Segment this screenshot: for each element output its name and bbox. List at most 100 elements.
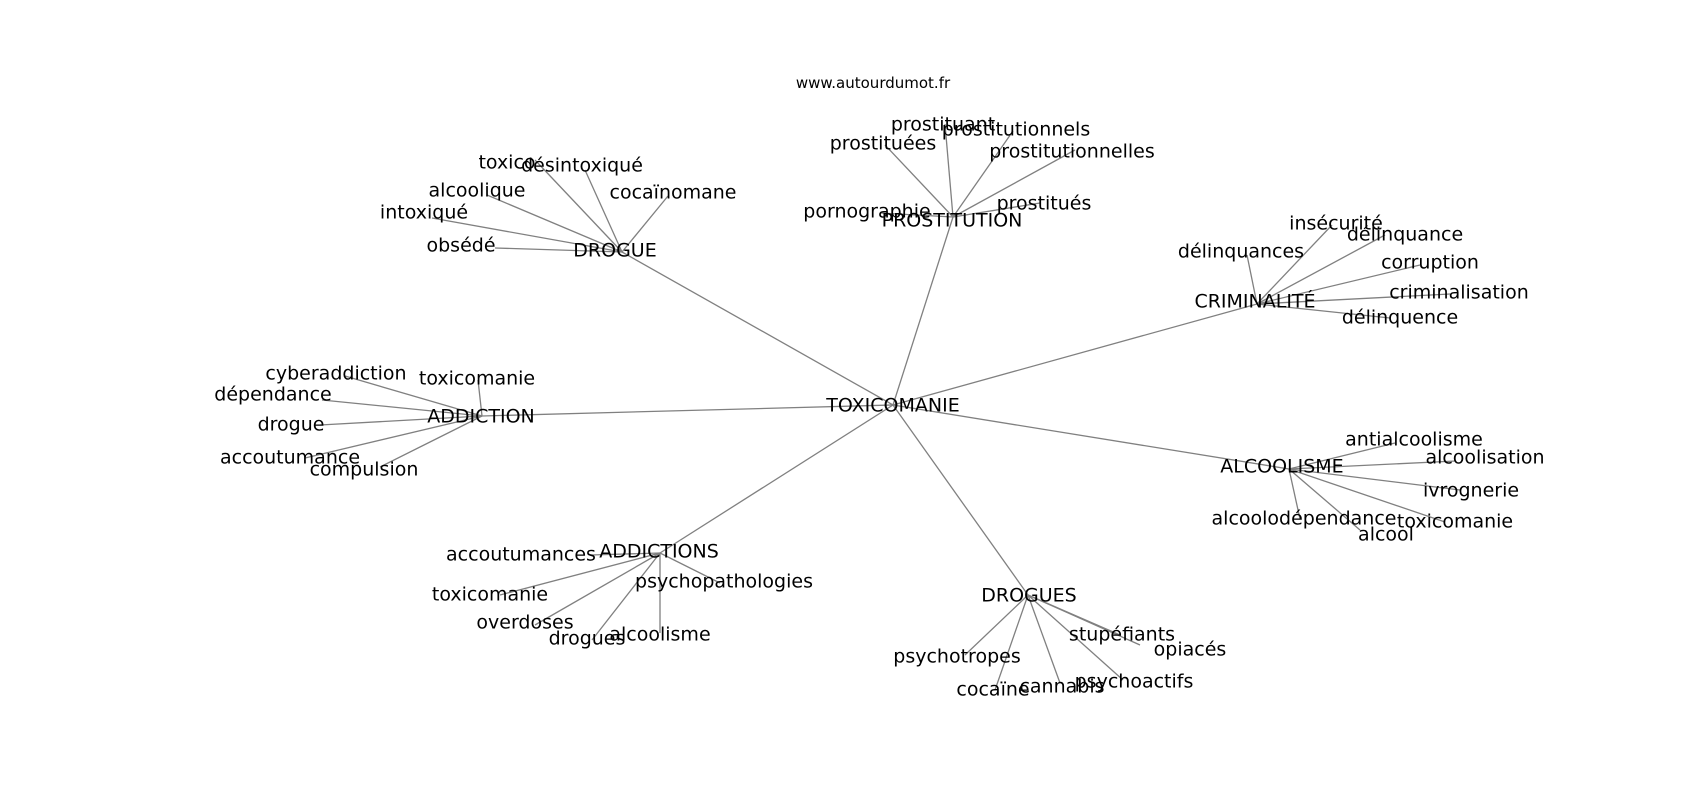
edge-hub-to-leaf	[321, 399, 483, 417]
edge-hub-to-leaf	[1256, 224, 1333, 305]
leaf-word-label[interactable]: toxicomanie	[432, 584, 548, 606]
edge-hub-to-leaf	[1288, 468, 1361, 531]
edge-center-to-hub	[892, 404, 1290, 470]
edge-hub-to-leaf	[1288, 460, 1457, 470]
edge-hub-to-leaf	[486, 194, 623, 253]
edge-hub-to-leaf	[1256, 303, 1391, 319]
edge-center-to-hub	[892, 216, 954, 406]
hub-word-label[interactable]: ADDICTIONS	[599, 541, 719, 563]
edge-hub-to-leaf	[319, 415, 483, 426]
leaf-word-label[interactable]: criminalisation	[1389, 282, 1529, 304]
edge-hub-to-leaf	[477, 379, 483, 417]
edge-hub-to-leaf	[1288, 468, 1446, 523]
edge-center-to-hub	[481, 404, 894, 417]
leaf-word-label[interactable]: cocaïne	[956, 679, 1029, 701]
leaf-word-label[interactable]: délinquance	[1347, 224, 1463, 246]
leaf-word-label[interactable]: ivrognerie	[1423, 480, 1519, 502]
edge-hub-to-leaf	[964, 594, 1029, 656]
leaf-word-label[interactable]: délinquances	[1178, 241, 1304, 263]
edge-hub-to-leaf	[659, 552, 721, 584]
edge-hub-to-leaf	[994, 594, 1029, 691]
edge-hub-to-leaf	[884, 144, 954, 218]
leaf-word-label[interactable]: accoutumances	[446, 544, 596, 566]
leaf-word-label[interactable]: compulsion	[310, 459, 419, 481]
leaf-word-label[interactable]: dépendance	[214, 384, 331, 406]
leaf-word-label[interactable]: drogues	[549, 628, 626, 650]
leaf-word-label[interactable]: drogue	[258, 414, 325, 436]
edge-hub-to-leaf	[952, 149, 1076, 218]
edge-hub-to-leaf	[952, 202, 1041, 218]
edge-hub-to-leaf	[879, 212, 954, 218]
edge-hub-to-leaf	[431, 217, 623, 253]
edge-hub-to-leaf	[1288, 468, 1461, 491]
leaf-word-label[interactable]: délinquence	[1342, 307, 1458, 329]
hub-word-label[interactable]: DROGUES	[981, 585, 1076, 607]
leaf-word-label[interactable]: prostituées	[830, 133, 936, 155]
hub-word-label[interactable]: ALCOOLISME	[1220, 456, 1343, 478]
edge-center-to-hub	[659, 404, 894, 554]
edge-hub-to-leaf	[1288, 442, 1396, 470]
edge-hub-to-leaf	[379, 415, 483, 468]
leaf-word-label[interactable]: accoutumance	[220, 447, 360, 469]
leaf-word-label[interactable]: alcool	[1358, 524, 1414, 546]
edge-hub-to-leaf	[1246, 254, 1258, 305]
leaf-word-label[interactable]: obsédé	[426, 235, 495, 257]
edge-hub-to-leaf	[621, 195, 669, 253]
leaf-word-label[interactable]: stupéfiants	[1069, 624, 1175, 646]
leaf-word-label[interactable]: intoxiqué	[380, 202, 468, 224]
leaf-word-label[interactable]: prostitués	[997, 193, 1092, 215]
leaf-word-label[interactable]: désintoxiqué	[521, 155, 643, 177]
leaf-word-label[interactable]: pornographie	[803, 201, 930, 223]
edge-hub-to-leaf	[1288, 468, 1301, 520]
edge-center-to-hub	[892, 303, 1258, 406]
edge-hub-to-leaf	[589, 552, 661, 556]
leaf-word-label[interactable]: insécurité	[1289, 213, 1383, 235]
center-word-label[interactable]: TOXICOMANIE	[825, 395, 959, 417]
leaf-word-label[interactable]: cocaïnomane	[610, 182, 737, 204]
hub-word-label[interactable]: PROSTITUTION	[882, 210, 1023, 232]
hub-word-label[interactable]: CRIMINALITÉ	[1194, 290, 1315, 313]
leaf-word-label[interactable]: alcoolisation	[1425, 447, 1544, 469]
site-label[interactable]: www.autourdumot.fr	[796, 74, 951, 92]
edge-hub-to-leaf	[534, 552, 661, 626]
edge-hub-to-leaf	[952, 130, 1014, 218]
leaf-word-label[interactable]: psychoactifs	[1075, 671, 1194, 693]
leaf-word-label[interactable]: antialcoolisme	[1345, 429, 1483, 451]
leaf-word-label[interactable]: prostituant	[891, 114, 995, 136]
leaf-word-label[interactable]: prostitutionnelles	[989, 141, 1154, 163]
leaf-word-label[interactable]: psychopathologies	[635, 571, 813, 593]
edge-hub-to-leaf	[534, 159, 623, 253]
leaf-word-label[interactable]: alcoolique	[429, 180, 526, 202]
edge-hub-to-leaf	[304, 415, 483, 459]
edge-hub-to-leaf	[1027, 594, 1061, 684]
edge-center-to-hub	[621, 251, 894, 406]
leaf-word-label[interactable]: cyberaddiction	[265, 363, 406, 385]
leaf-word-label[interactable]: toxicomanie	[419, 368, 535, 390]
leaf-word-label[interactable]: toxicomanie	[1397, 511, 1513, 533]
edge-hub-to-leaf	[494, 247, 623, 253]
leaf-word-label[interactable]: toxico	[478, 152, 535, 174]
edge-hub-to-leaf	[344, 375, 483, 417]
graph-edges	[304, 123, 1461, 691]
edge-hub-to-leaf	[1027, 594, 1141, 646]
leaf-word-label[interactable]: overdoses	[476, 612, 573, 634]
edge-hub-to-leaf	[944, 123, 954, 218]
leaf-word-label[interactable]: opiacés	[1154, 639, 1227, 661]
leaf-word-label[interactable]: corruption	[1381, 252, 1479, 274]
leaf-word-label[interactable]: alcoolodépendance	[1212, 508, 1397, 530]
leaf-word-label[interactable]: psychotropes	[893, 646, 1020, 668]
edge-hub-to-leaf	[1256, 264, 1421, 305]
leaf-word-label[interactable]: cannabis	[1019, 676, 1104, 698]
edge-hub-to-leaf	[1256, 234, 1386, 305]
hub-word-label[interactable]: ADDICTION	[427, 406, 535, 428]
edge-hub-to-leaf	[584, 169, 623, 253]
leaf-word-label[interactable]: prostitutionnels	[942, 119, 1091, 141]
edge-hub-to-leaf	[1027, 594, 1124, 681]
edge-center-to-hub	[892, 404, 1029, 596]
leaf-word-label[interactable]: alcoolisme	[609, 624, 710, 646]
edge-hub-to-leaf	[499, 552, 661, 596]
hub-word-label[interactable]: DROGUE	[573, 240, 656, 262]
edge-hub-to-leaf	[591, 552, 661, 641]
